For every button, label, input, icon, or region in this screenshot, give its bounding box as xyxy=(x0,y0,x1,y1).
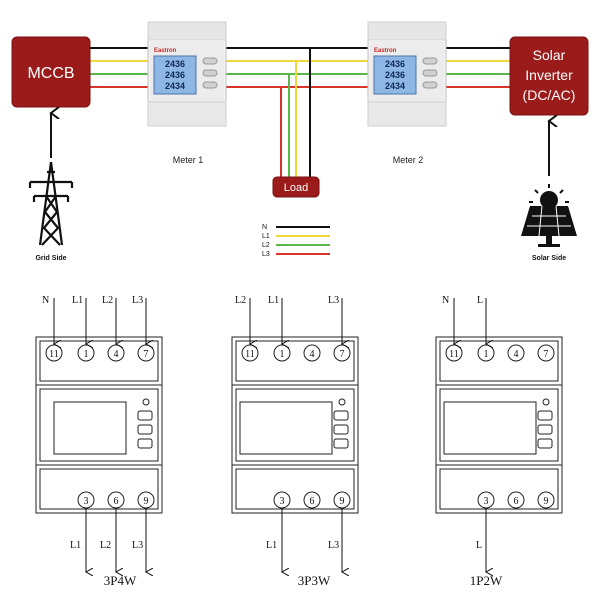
out-l: L xyxy=(476,540,482,551)
terminal-6: 6 xyxy=(114,496,119,507)
meter-2-reading-1: 2436 xyxy=(385,59,405,69)
diagram-3p4w: 11 1 4 7 3 6 9 N L1 L2 L3 L1 L2 L3 3P4W xyxy=(35,295,163,588)
mccb-label: MCCB xyxy=(27,65,74,82)
inverter-label-line1: Solar xyxy=(533,47,566,63)
meter-2-brand: Eastron xyxy=(374,48,397,54)
wire-l: L xyxy=(477,295,483,306)
terminal-9: 9 xyxy=(544,496,549,507)
meter-1-device: Eastron 2436 2436 2434 xyxy=(147,21,227,127)
wire-l3: L3 xyxy=(132,295,143,306)
solar-inverter-box: Solar Inverter (DC/AC) xyxy=(509,36,589,116)
out-l1: L1 xyxy=(70,540,81,551)
terminal-7: 7 xyxy=(144,349,149,360)
terminal-1: 1 xyxy=(484,349,489,360)
bottom-terminals xyxy=(477,491,555,509)
diagram-3p3w: 11 1 4 7 3 6 9 L2 L1 L3 L1 L3 3P3W xyxy=(231,295,359,588)
meter-body xyxy=(231,336,359,514)
legend-label-n: N xyxy=(262,224,267,231)
wire-l2: L2 xyxy=(235,295,246,306)
terminal-3: 3 xyxy=(280,496,285,507)
terminal-6: 6 xyxy=(310,496,315,507)
meter-body xyxy=(435,336,563,514)
meter-1-label: Meter 1 xyxy=(173,155,204,165)
terminal-11: 11 xyxy=(245,349,255,360)
solar-panel-icon xyxy=(521,184,577,247)
meter-2-reading-2: 2436 xyxy=(385,70,405,80)
meter-2-label: Meter 2 xyxy=(393,155,424,165)
out-l2: L2 xyxy=(100,540,111,551)
legend-label-l2: L2 xyxy=(262,242,270,249)
legend-label-l3: L3 xyxy=(262,251,270,258)
transmission-tower-icon xyxy=(28,161,74,246)
solar-side-label: Solar Side xyxy=(532,255,566,262)
wire-l1: L1 xyxy=(268,295,279,306)
mode-label: 3P3W xyxy=(298,573,331,588)
terminal-9: 9 xyxy=(340,496,345,507)
terminal-7: 7 xyxy=(340,349,345,360)
inverter-label-line2: Inverter xyxy=(525,67,573,83)
mode-label: 3P4W xyxy=(104,573,137,588)
out-l3: L3 xyxy=(328,540,339,551)
terminal-3: 3 xyxy=(84,496,89,507)
legend-label-l1: L1 xyxy=(262,233,270,240)
meter-1-reading-3: 2434 xyxy=(165,81,185,91)
wire-l2: L2 xyxy=(102,295,113,306)
meter-2-reading-3: 2434 xyxy=(385,81,405,91)
wire-l3: L3 xyxy=(328,295,339,306)
meter-body xyxy=(35,336,163,514)
wire-n: N xyxy=(42,295,49,306)
top-terminals xyxy=(241,344,351,362)
terminal-7: 7 xyxy=(544,349,549,360)
terminal-9: 9 xyxy=(144,496,149,507)
terminal-4: 4 xyxy=(310,349,315,360)
diagram-1p2w: 11 1 4 7 3 6 9 N L L 1P2W xyxy=(435,295,563,588)
terminal-1: 1 xyxy=(84,349,89,360)
mccb-box: MCCB xyxy=(11,36,91,108)
meter-2-device: Eastron 2436 2436 2434 xyxy=(367,21,447,127)
inverter-label-line3: (DC/AC) xyxy=(523,87,576,103)
bottom-terminals xyxy=(77,491,155,509)
mode-label: 1P2W xyxy=(470,573,503,588)
load-box: Load xyxy=(272,176,320,198)
meter-1-reading-1: 2436 xyxy=(165,59,185,69)
terminal-11: 11 xyxy=(49,349,59,360)
load-label: Load xyxy=(284,182,308,194)
wire-n: N xyxy=(442,295,449,306)
wire-legend: N L1 L2 L3 xyxy=(262,224,330,258)
terminal-4: 4 xyxy=(114,349,119,360)
wire-l1: L1 xyxy=(72,295,83,306)
terminal-3: 3 xyxy=(484,496,489,507)
grid-side-label: Grid Side xyxy=(35,255,66,262)
terminal-6: 6 xyxy=(514,496,519,507)
load-drop-wires xyxy=(280,48,311,177)
meter-1-reading-2: 2436 xyxy=(165,70,185,80)
out-l3: L3 xyxy=(132,540,143,551)
terminal-1: 1 xyxy=(280,349,285,360)
terminal-4: 4 xyxy=(514,349,519,360)
terminal-11: 11 xyxy=(449,349,459,360)
meter-1-brand: Eastron xyxy=(154,48,177,54)
out-l1: L1 xyxy=(266,540,277,551)
top-terminals xyxy=(445,344,555,362)
